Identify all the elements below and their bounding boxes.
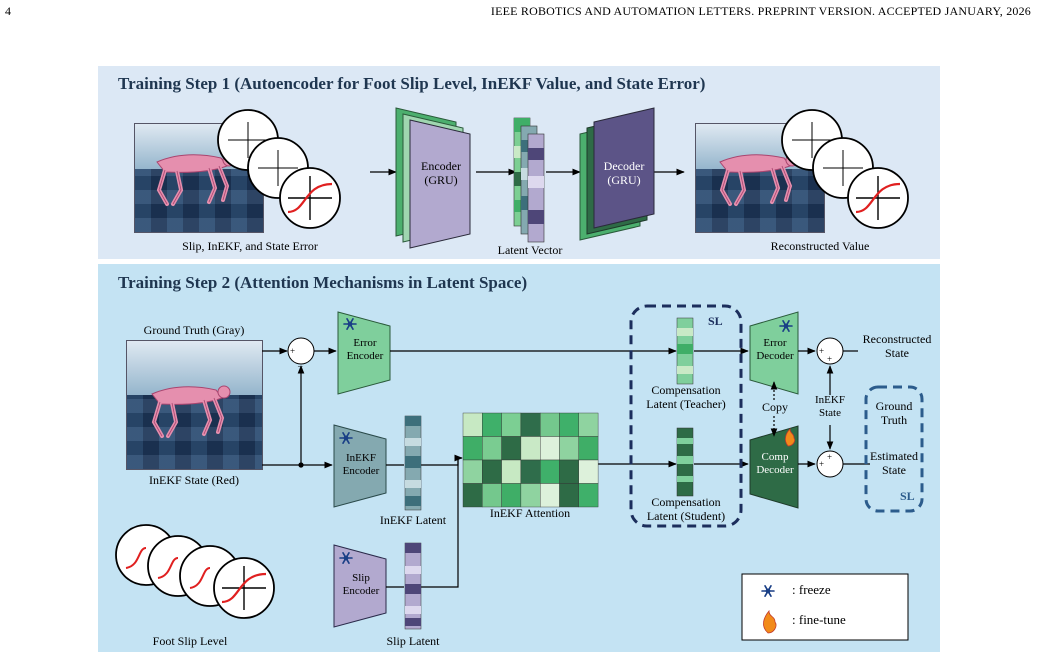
attention-cell xyxy=(520,412,541,437)
attention-cell xyxy=(559,459,579,484)
attention-cell xyxy=(501,483,522,508)
sl-dashed-box xyxy=(629,304,743,528)
attention-cell xyxy=(578,483,599,508)
journal-header: IEEE ROBOTICS AND AUTOMATION LETTERS. PR… xyxy=(490,4,1031,18)
attention-cell xyxy=(540,436,560,461)
attention-cell xyxy=(578,412,599,437)
foot-slip-plot-stack xyxy=(115,524,276,620)
sl-dashed-box-right xyxy=(864,385,924,513)
inekf-encoder xyxy=(333,424,387,508)
attention-cell xyxy=(578,436,599,461)
attention-cell xyxy=(482,436,502,461)
output-caption: Reconstructed Value xyxy=(770,239,870,253)
sum-plus-sign: + xyxy=(819,459,824,469)
error-decoder xyxy=(749,311,799,395)
attention-cell xyxy=(482,412,502,437)
slip-encoder xyxy=(333,544,387,628)
attention-cell xyxy=(520,459,541,484)
inekf-state-caption: InEKF State (Red) xyxy=(149,473,239,487)
latent-vector xyxy=(513,117,545,243)
attention-cell xyxy=(520,436,541,461)
step2-title: Training Step 2 (Attention Mechanisms in… xyxy=(118,273,528,292)
robot-figure xyxy=(718,152,800,206)
sum-minus-sign: _ xyxy=(297,358,303,368)
attention-cell xyxy=(559,436,579,461)
sl-label-right: SL xyxy=(900,489,915,503)
slip-latent-caption: Slip Latent xyxy=(386,634,440,648)
robot-figure xyxy=(150,384,232,438)
latent-vector-caption: Latent Vector xyxy=(497,243,563,257)
sl-label: SL xyxy=(708,314,723,328)
attention-caption: InEKF Attention xyxy=(489,506,571,520)
legend-fine-tune-label: : fine-tune xyxy=(792,612,846,627)
slip-plot-stack-input xyxy=(217,109,342,230)
robot-figure xyxy=(155,152,237,206)
attention-cell xyxy=(462,412,483,437)
attention-cell xyxy=(501,412,522,437)
attention-cell xyxy=(520,483,541,508)
error-encoder xyxy=(337,311,391,395)
page-number: 4 xyxy=(5,4,11,18)
attention-cell xyxy=(540,483,560,508)
attention-cell xyxy=(501,459,522,484)
slip-plot-stack-output xyxy=(781,109,910,230)
inekf-latent xyxy=(404,415,422,511)
fire-icon xyxy=(784,428,796,447)
compensation-latent-student xyxy=(676,427,694,497)
sum-plus-sign: + xyxy=(827,452,832,462)
inekf-latent-caption: InEKF Latent xyxy=(379,513,447,527)
attention-cell xyxy=(540,459,560,484)
fire-icon xyxy=(763,609,777,634)
attention-cell xyxy=(482,459,502,484)
encoder-label: Encoder(GRU) xyxy=(421,159,461,187)
attention-cell xyxy=(578,459,599,484)
attention-cell xyxy=(462,459,483,484)
ground-truth-caption: Ground Truth (Gray) xyxy=(143,323,245,337)
attention-cell xyxy=(462,436,483,461)
sum-plus-sign: + xyxy=(827,354,832,364)
attention-cell xyxy=(540,412,560,437)
decoder-gru xyxy=(579,107,655,241)
encoder-gru xyxy=(395,107,471,249)
attention-cell xyxy=(462,483,483,508)
inekf-attention-grid xyxy=(462,412,599,508)
attention-cell xyxy=(559,483,579,508)
copy-label: Copy xyxy=(761,400,788,414)
slip-latent xyxy=(404,542,422,630)
comp-decoder xyxy=(749,425,799,509)
attention-cell xyxy=(559,412,579,437)
decoder-label: Decoder(GRU) xyxy=(603,159,645,187)
foot-slip-caption: Foot Slip Level xyxy=(152,634,228,648)
compensation-latent-teacher xyxy=(676,317,694,385)
robot-sim-image-input xyxy=(134,123,264,233)
sum-plus-sign: + xyxy=(819,346,824,356)
attention-cell xyxy=(501,436,522,461)
step1-title: Training Step 1 (Autoencoder for Foot Sl… xyxy=(118,74,706,93)
legend-freeze-label: : freeze xyxy=(792,582,831,597)
sum-plus-sign: + xyxy=(290,346,295,356)
attention-cell xyxy=(482,483,502,508)
input-caption: Slip, InEKF, and State Error xyxy=(182,239,318,253)
